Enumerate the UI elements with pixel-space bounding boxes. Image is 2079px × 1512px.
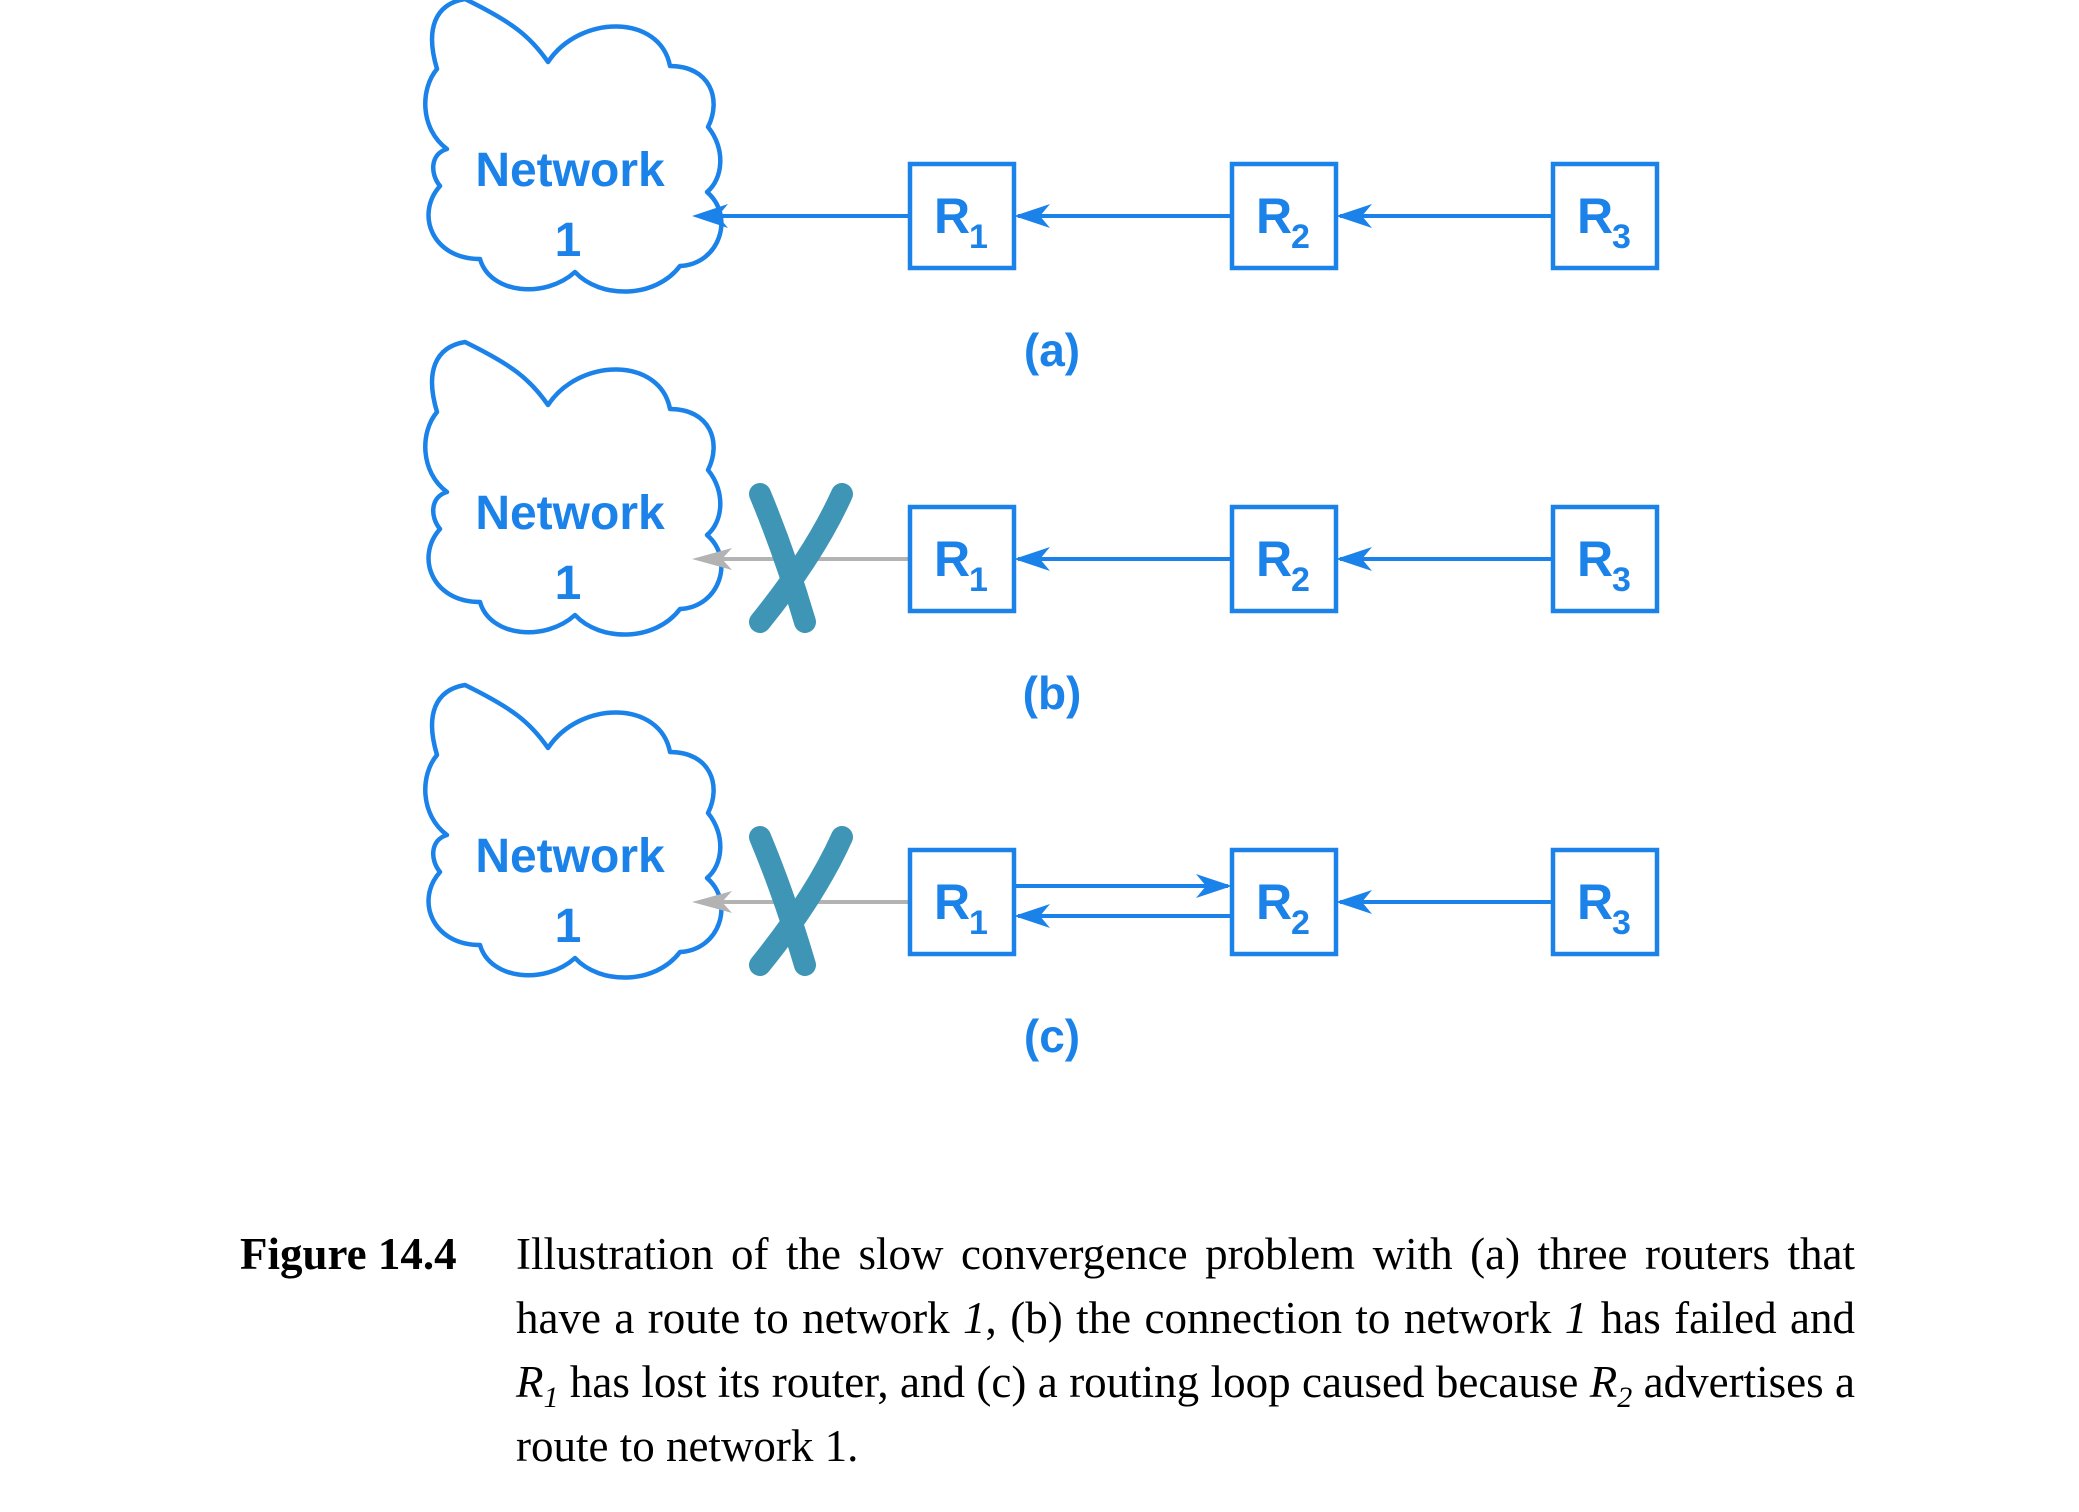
router-subscript: 3 [1612,904,1631,942]
router-subscript: 1 [969,218,988,256]
failure-x-stroke [749,483,816,633]
router-r1: R1 [907,161,1017,271]
network-label: Network [475,144,665,197]
router-box [1229,161,1339,271]
arrowhead-r2-right [1336,890,1372,914]
router-label: R [934,531,970,587]
arrowhead-r2-right [1336,547,1372,571]
router-label: R [934,874,970,930]
router-r1: R1 [907,504,1017,614]
failure-x-stroke [749,483,853,633]
router-label: R [1577,188,1613,244]
network-number: 1 [555,557,582,610]
router-box [907,161,1017,271]
network-cloud [423,0,724,294]
router-label: R [1256,531,1292,587]
router-r1: R1 [907,847,1017,957]
arrowhead-r1-network [692,204,728,228]
router-box [907,847,1017,957]
router-label: R [1256,874,1292,930]
router-box [1550,504,1660,614]
router-r3: R3 [1550,161,1660,271]
caption-label: Figure 14.4 [240,1229,457,1279]
failed-link-arrowhead [692,891,732,913]
router-subscript: 3 [1612,218,1631,256]
router-box [1229,847,1339,957]
network-cloud [423,682,724,980]
router-r2: R2 [1229,161,1339,271]
failure-x-stroke [749,826,853,976]
router-box [907,504,1017,614]
arrowhead-r2-right [1336,204,1372,228]
arrowhead-r1 [1014,904,1050,928]
router-label: R [1577,874,1613,930]
router-r3: R3 [1550,504,1660,614]
router-subscript: 3 [1612,561,1631,599]
arrowhead-r1 [1014,204,1050,228]
failure-x-stroke [749,826,816,976]
router-subscript: 1 [969,561,988,599]
network-label: Network [475,487,665,540]
router-label: R [1577,531,1613,587]
router-r2: R2 [1229,504,1339,614]
panel-label: (c) [1024,1010,1080,1062]
router-r2: R2 [1229,847,1339,957]
router-box [1550,161,1660,271]
router-r3: R3 [1550,847,1660,957]
caption-text: Illustration of the slow convergence pro… [516,1229,1855,1471]
router-subscript: 1 [969,904,988,942]
router-subscript: 2 [1291,218,1310,256]
arrowhead-r1 [1014,547,1050,571]
network-label: Network [475,830,665,883]
router-box [1550,847,1660,957]
panel-label: (a) [1024,324,1080,376]
failed-link-arrowhead [692,548,732,570]
router-subscript: 2 [1291,561,1310,599]
panel-label: (b) [1023,667,1082,719]
router-label: R [1256,188,1292,244]
router-box [1229,504,1339,614]
network-number: 1 [555,214,582,267]
router-subscript: 2 [1291,904,1310,942]
router-label: R [934,188,970,244]
network-number: 1 [555,900,582,953]
arrowhead-r2 [1196,874,1232,898]
figure-caption: Figure 14.4 Illustration of the slow con… [240,1222,1855,1478]
network-cloud [423,339,724,637]
